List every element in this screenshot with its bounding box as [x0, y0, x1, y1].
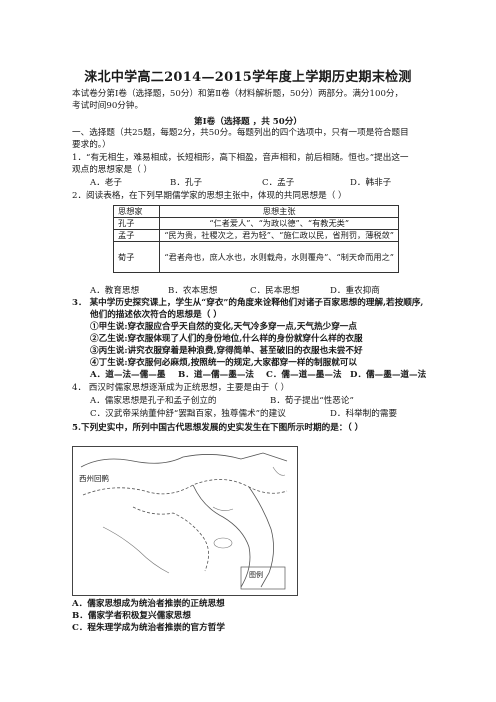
- table-cell-idea: “民为贵，社稷次之，君为轻”、“施仁政以民，省刑罚，薄税敛”: [159, 229, 399, 242]
- table-cell-idea: “君者舟也，庶人水也，水则载舟，水则覆舟”、“制天命而用之”: [159, 241, 399, 273]
- table-header-idea: 思想主张: [159, 205, 399, 218]
- table-cell-idea: “仁者爱人”、“为政以德”、“有教无类”: [159, 217, 399, 230]
- map-legend-label: 图例: [249, 571, 263, 579]
- q4-option-c[interactable]: C．汉武帝采纳董仲舒“罢黜百家，独尊儒术”的建议: [90, 409, 286, 419]
- q1-option-c[interactable]: C．孟子: [262, 178, 295, 188]
- q1-stem-2: 观点的思想家是（ ）: [72, 165, 153, 175]
- section-heading: 第Ⅰ卷（选择题 ，共 50分）: [194, 117, 302, 127]
- q4-option-d[interactable]: D．科举制的需要: [330, 409, 398, 419]
- q2-option-d[interactable]: D．重农抑商: [330, 286, 380, 296]
- q3-stem-1: 3． 某中学历史探究课上，学生从“穿衣”的角度来诠释他们对诸子百家思想的理解,若…: [72, 298, 424, 308]
- q2-table: 思想家 思想主张 孔子 “仁者爱人”、“为政以德”、“有教无类” 孟子 “民为贵…: [112, 205, 399, 273]
- intro-line-2: 考试时间90分钟。: [72, 101, 144, 111]
- q3-option-b[interactable]: B．道—儒—墨—法: [178, 370, 255, 380]
- q3-item-2: ②乙生说:穿衣服体现了人们的身份地位,什么样的身份就穿什么样的衣服: [90, 334, 363, 344]
- table-row: 孟子 “民为贵，社稷次之，君为轻”、“施仁政以民，省刑罚，薄税敛”: [112, 229, 399, 242]
- q3-option-c[interactable]: C．儒—道—墨—法: [266, 370, 342, 380]
- q2-stem: 2．阅读表格，在下列早期儒学家的思想主张中，体现的共同思想是（ ）: [72, 191, 347, 201]
- q1-option-a[interactable]: A．老子: [90, 178, 122, 188]
- q1-option-b[interactable]: B．孔子: [170, 178, 203, 188]
- table-cell-thinker: 孔子: [112, 217, 161, 230]
- q3-option-d[interactable]: D．儒—墨—道—法: [350, 370, 427, 380]
- q2-option-a[interactable]: A．教育思想: [90, 286, 140, 296]
- q2-option-b[interactable]: B．农本思想: [168, 286, 218, 296]
- q4-option-a[interactable]: A．儒家思想是孔子和孟子创立的: [90, 396, 217, 406]
- q2-option-c[interactable]: C．民本思想: [250, 286, 300, 296]
- map-label-region: 西州回鹘: [79, 474, 109, 483]
- map-drawing: [80, 452, 288, 590]
- q3-option-a[interactable]: A．道—法—儒—墨: [90, 370, 166, 380]
- table-row: 荀子 “君者舟也，庶人水也，水则载舟，水则覆舟”、“制天命而用之”: [112, 241, 399, 273]
- q3-item-4: ④丁生说:穿衣服何必麻烦,按照统一的规定,大家都穿一样的制服就可以: [90, 358, 357, 368]
- q3-item-1: ①甲生说:穿衣服应合乎天自然的变化,天气冷多穿一点,天气热少穿一点: [90, 322, 357, 332]
- exam-title: 涞北中学高二2014—2015学年度上学期历史期末检测: [84, 70, 412, 85]
- part1-line-2: 要求的。）: [72, 140, 111, 150]
- intro-line-1: 本试卷分第Ⅰ卷（选择题，50分）和第Ⅱ卷（材料解析题，50分）两部分。满分100…: [72, 89, 404, 99]
- part1-line-1: 一、选择题（共25题，每题2分，共50分。每题列出的四个选项中，只有一项是符合题…: [72, 128, 409, 138]
- q3-stem-2: 他们的描述依次符合的思想是（ ）: [90, 310, 222, 320]
- table-header-row: 思想家 思想主张: [112, 205, 399, 218]
- q1-stem-1: 1．“有无相生，难易相成，长短相形，高下相盈，音声相和，前后相随。恒也。”提出这…: [72, 153, 409, 163]
- q5-option-c[interactable]: C．程朱理学成为统治者推崇的官方哲学: [72, 623, 225, 633]
- q5-stem: 5.下列史实中，所列中国古代思想发展的史实发生在下图所示时期的是：（ ）: [72, 423, 364, 433]
- table-cell-thinker: 荀子: [112, 241, 161, 273]
- q3-item-3: ③丙生说:讲究衣服穿着是种浪费,穿得简单、甚至破旧的衣服也未尝不好: [90, 346, 363, 356]
- table-header-thinker: 思想家: [112, 205, 161, 218]
- table-cell-thinker: 孟子: [112, 229, 161, 242]
- q4-option-b[interactable]: B．荀子提出“性恶论”: [270, 396, 354, 406]
- historical-map: 西州回鹘 图例: [72, 446, 298, 596]
- q4-stem: 4． 西汉时儒家思想逐渐成为正统思想，主要是由于（ ）: [72, 383, 290, 393]
- q1-option-d[interactable]: D．韩非子: [350, 178, 392, 188]
- q5-option-a[interactable]: A．儒家思想成为统治者推崇的正统思想: [72, 599, 225, 609]
- table-row: 孔子 “仁者爱人”、“为政以德”、“有教无类”: [112, 217, 399, 230]
- q5-option-b[interactable]: B．儒家学者积极复兴儒家思想: [72, 611, 191, 621]
